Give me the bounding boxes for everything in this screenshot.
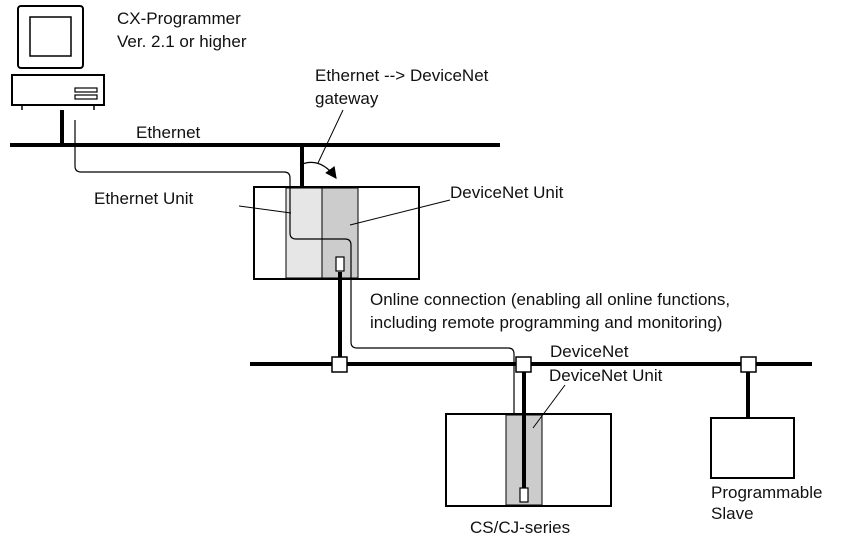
devicenet-unit-top-label: DeviceNet Unit [450, 183, 564, 202]
ethernet-label: Ethernet [136, 123, 201, 142]
ethernet-unit [285, 187, 323, 279]
devicenet-label: DeviceNet [550, 342, 629, 361]
gateway-label-line1: Ethernet --> DeviceNet [315, 66, 489, 85]
programmable-slave [710, 417, 795, 479]
devicenet-connector-top [335, 256, 345, 272]
gateway-label-line2: gateway [315, 89, 379, 108]
tap-connector-left [331, 356, 348, 373]
gateway-curved-arrow [299, 161, 337, 179]
gateway-pointer-line [317, 109, 344, 164]
ethernet-unit-label: Ethernet Unit [94, 189, 193, 208]
tap-connector-right [740, 356, 757, 373]
computer-label-line1: CX-Programmer [117, 9, 241, 28]
connection-label-line1: Online connection (enabling all online f… [370, 290, 730, 309]
tap-connector-middle [515, 356, 532, 373]
series-label: CS/CJ-series [470, 518, 570, 537]
ethernet-unit-pointer-line [238, 205, 292, 214]
connection-label-line2: including remote programming and monitor… [370, 313, 722, 332]
devicenet-unit-bottom-pointer-line [532, 384, 566, 429]
devicenet-unit-top-pointer-line [349, 199, 451, 226]
computer-label-line2: Ver. 2.1 or higher [117, 32, 247, 51]
devicenet-unit-bottom-label: DeviceNet Unit [549, 366, 663, 385]
slave-label-line2: Slave [711, 504, 754, 523]
devicenet-connector-bottom [519, 487, 529, 503]
online-connection-path [74, 120, 572, 470]
computer-icon [11, 5, 105, 110]
slave-label-line1: Programmable [711, 483, 823, 502]
